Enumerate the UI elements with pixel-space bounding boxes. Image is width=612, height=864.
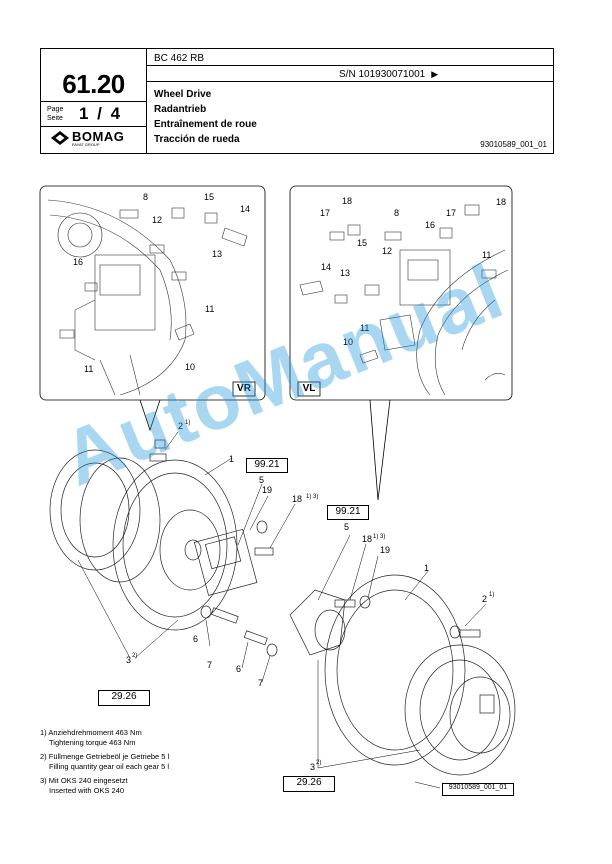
note-1-en: Tightening torque 463 Nm bbox=[49, 738, 136, 747]
logo-subtext: FAYAT GROUP bbox=[72, 142, 100, 147]
inset-vl-label: VL bbox=[302, 383, 316, 394]
ref-box-9921-right: 99.21 bbox=[327, 505, 369, 520]
callout-12: 13 bbox=[212, 249, 222, 259]
callout-labels: 8 15 12 14 13 16 11 10 11 18 17 8 17 18 … bbox=[73, 192, 506, 772]
callout-8b: 8 bbox=[394, 208, 399, 218]
callout-18b: 18 bbox=[362, 534, 372, 544]
callout-5: 5 bbox=[259, 475, 264, 485]
bomag-diamond-icon bbox=[51, 131, 69, 145]
page-number: 1 / 4 bbox=[79, 104, 123, 123]
title-es: Tracción de rueda bbox=[154, 134, 240, 145]
left-gear-assembly bbox=[49, 449, 258, 631]
callout-11: 12 bbox=[152, 215, 162, 225]
right-gear-assembly bbox=[289, 574, 516, 776]
callout-5b: 5 bbox=[344, 522, 349, 532]
note-ref-2b: 2) bbox=[316, 760, 321, 766]
callout-14: 15 bbox=[204, 192, 214, 202]
callout-3: 3 bbox=[126, 655, 131, 665]
callout-19b: 19 bbox=[380, 545, 390, 555]
note-3-en: Inserted with OKS 240 bbox=[49, 786, 125, 795]
note-1: 1) Anziehdrehmoment 463 Nm Tightening to… bbox=[40, 728, 142, 748]
callout-7: 7 bbox=[258, 678, 263, 688]
logo-text: BOMAG bbox=[72, 129, 125, 144]
inset-vr-label: VR bbox=[237, 383, 251, 394]
ref-box-2926-right: 29.26 bbox=[283, 776, 335, 792]
header-rule bbox=[146, 65, 553, 66]
callout-9: 10 bbox=[185, 362, 195, 372]
callout-7b: 7 bbox=[207, 660, 212, 670]
inset-vl-frame bbox=[289, 185, 513, 401]
callout-16b: 17 bbox=[446, 208, 456, 218]
callout-10c: 11 bbox=[482, 250, 491, 260]
callout-15: 16 bbox=[73, 257, 83, 267]
serial-text: S/N 101930071001 bbox=[339, 69, 426, 80]
note-ref-1: 1) bbox=[185, 420, 190, 426]
note-ref-1b: 1) bbox=[489, 592, 494, 598]
callout-11b: 12 bbox=[382, 246, 392, 256]
figure-reference: 93010589_001_01 bbox=[442, 783, 514, 796]
vl-label-box bbox=[297, 381, 321, 397]
inset-vr-frame bbox=[39, 185, 266, 401]
note-2-de: 2) Füllmenge Getriebeöl je Getriebe 5 l bbox=[40, 752, 170, 761]
callout-10: 11 bbox=[205, 304, 214, 314]
callout-8: 8 bbox=[143, 192, 148, 202]
section-number: 61.20 bbox=[62, 69, 125, 99]
callout-17b: 18 bbox=[496, 197, 506, 207]
inset-vl-pointer bbox=[369, 399, 391, 501]
callout-2b: 2 bbox=[482, 594, 487, 604]
callout-12b: 13 bbox=[340, 268, 350, 278]
callout-1: 1 bbox=[229, 454, 234, 464]
callout-9b: 10 bbox=[343, 337, 353, 347]
title-list: Wheel Drive Radantrieb Entraînement de r… bbox=[154, 87, 257, 147]
callout-13b: 14 bbox=[321, 262, 331, 272]
callout-10b: 11 bbox=[84, 364, 93, 374]
vr-label-box bbox=[232, 381, 256, 397]
header-block: BC 462 RB S/N 101930071001 ▶ 61.20 Page S… bbox=[40, 48, 554, 154]
note-3-de: 3) Mit OKS 240 eingesetzt bbox=[40, 776, 128, 785]
callout-3b: 3 bbox=[310, 762, 315, 772]
inset-vl-drawing bbox=[299, 204, 509, 396]
title-de: Radantrieb bbox=[154, 104, 207, 115]
callout-19: 19 bbox=[262, 485, 272, 495]
page-box: Page Seite 1 / 4 bbox=[41, 101, 146, 127]
callout-14b: 15 bbox=[357, 238, 367, 248]
note-ref-13b: 1) 3) bbox=[373, 534, 385, 540]
title-fr: Entraînement de roue bbox=[154, 119, 257, 130]
header-rule bbox=[146, 81, 553, 82]
note-3: 3) Mit OKS 240 eingesetzt Inserted with … bbox=[40, 776, 128, 796]
play-arrow-icon: ▶ bbox=[431, 69, 439, 79]
note-ref-13: 1) 3) bbox=[306, 494, 318, 500]
page-label: Page bbox=[47, 106, 64, 113]
serial-number: S/N 101930071001 ▶ bbox=[339, 69, 438, 80]
callout-2: 2 bbox=[178, 421, 183, 431]
callout-16: 17 bbox=[320, 208, 330, 218]
inset-vr-pointer bbox=[139, 399, 161, 432]
callout-17: 18 bbox=[342, 196, 352, 206]
callout-10d: 11 bbox=[360, 323, 369, 333]
callout-6b: 6 bbox=[236, 664, 241, 674]
header-divider bbox=[146, 49, 147, 153]
callout-6: 6 bbox=[193, 634, 198, 644]
document-reference: 93010589_001_01 bbox=[480, 140, 547, 149]
page-label-de: Seite bbox=[47, 115, 63, 122]
callout-13: 14 bbox=[240, 204, 250, 214]
inset-vr-drawing bbox=[47, 199, 248, 396]
ref-box-2926-left: 29.26 bbox=[98, 690, 150, 706]
note-2: 2) Füllmenge Getriebeöl je Getriebe 5 l … bbox=[40, 752, 169, 772]
wheel-drive-exploded-diagram: 8 15 12 14 13 16 11 10 11 18 17 8 17 18 … bbox=[39, 185, 516, 789]
ref-box-9921-left: 99.21 bbox=[246, 458, 288, 473]
note-1-de: 1) Anziehdrehmoment 463 Nm bbox=[40, 728, 142, 737]
callout-1b: 1 bbox=[424, 563, 429, 573]
callout-18: 18 bbox=[292, 494, 302, 504]
title-en: Wheel Drive bbox=[154, 89, 212, 100]
leader-lines bbox=[77, 431, 487, 789]
note-2-en: Filling quantity gear oil each gear 5 l bbox=[49, 762, 170, 771]
callout-15b: 16 bbox=[425, 220, 435, 230]
model-name: BC 462 RB bbox=[154, 53, 205, 64]
note-ref-2: 2) bbox=[132, 653, 137, 659]
page-labels: Page Seite bbox=[47, 105, 63, 123]
fasteners bbox=[149, 439, 481, 657]
bomag-logo: BOMAG FAYAT GROUP bbox=[51, 129, 141, 148]
